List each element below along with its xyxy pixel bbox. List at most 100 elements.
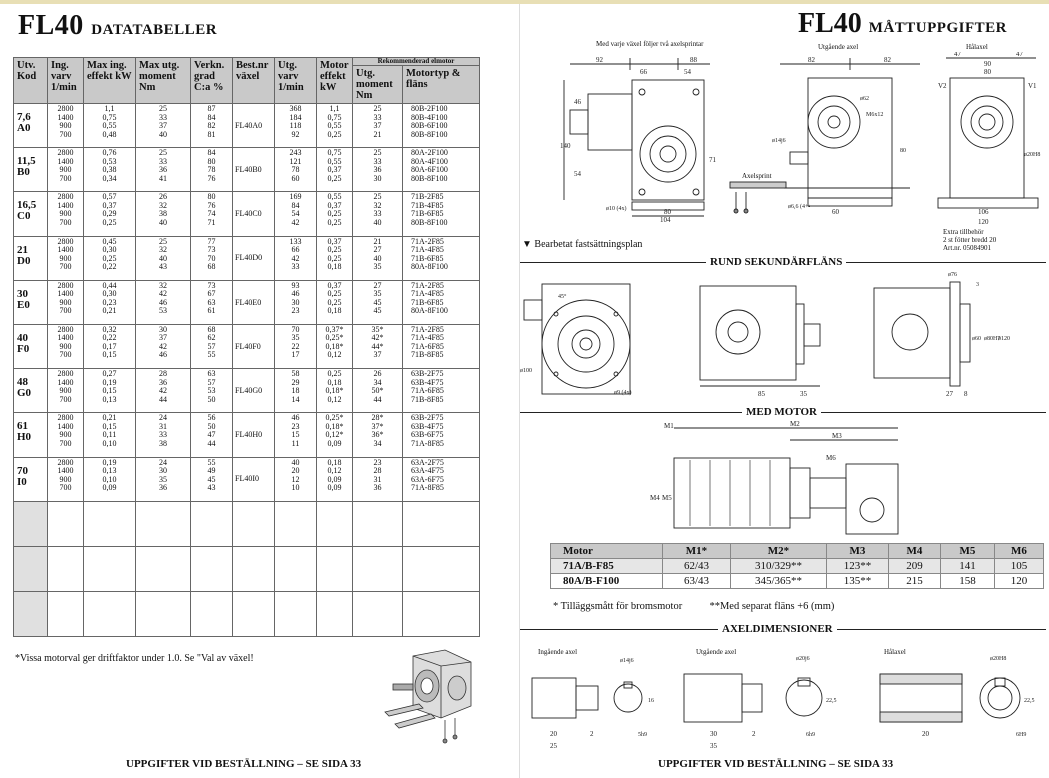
- svg-text:M6x12: M6x12: [866, 112, 883, 118]
- cell-value: 42: [291, 217, 300, 227]
- cell-value: 0,48: [102, 129, 117, 139]
- cell-value: 121: [289, 156, 302, 166]
- empty-cell: [13, 545, 48, 592]
- utv-kod-value: G0: [17, 387, 32, 400]
- cell-value: 71A-2F85: [411, 236, 444, 246]
- table-cell: 35*42*44*37: [352, 323, 403, 370]
- cell-value: 2800: [57, 413, 74, 423]
- cell-value: 70: [207, 253, 216, 263]
- cell-value: 0,45: [102, 236, 117, 246]
- section-rund-label: RUND SEKUNDÄRFLÄNS: [706, 256, 847, 268]
- cell-value: 1,1: [329, 104, 340, 113]
- svg-text:66: 66: [640, 68, 648, 76]
- cell-value: 36: [373, 483, 382, 492]
- utv-kod-value: 21: [17, 243, 28, 256]
- motor-cell: 105: [994, 558, 1044, 574]
- utv-kod-value: C0: [17, 210, 31, 223]
- cell-value: 14: [291, 394, 300, 404]
- motor-cell: 120: [994, 573, 1044, 589]
- cell-value: 42: [159, 341, 167, 351]
- cell-value: 0,55: [327, 156, 342, 166]
- cell-value: 0,15: [102, 350, 117, 360]
- cell-value: 82: [207, 121, 216, 130]
- top-rule: [0, 0, 1049, 4]
- empty-cell: [274, 500, 317, 547]
- best-nr-cell: FL40B0: [232, 147, 275, 193]
- svg-text:27: 27: [946, 390, 954, 398]
- cell-value: 31: [159, 421, 167, 431]
- cell-value: 57: [207, 341, 216, 351]
- cell-value: 0,75: [102, 112, 117, 122]
- table-cell: 0,37*0,25*0,18*0,12: [316, 323, 353, 370]
- cell-value: 184: [289, 112, 302, 122]
- cell-value: 30: [373, 173, 382, 183]
- front-view-drawing: 82 82 ø62 M6x12 60 ø14j6 80: [772, 56, 920, 216]
- cell-value: 45: [373, 306, 382, 316]
- cell-value: 33: [373, 156, 382, 166]
- motor-cell: 345/365**: [730, 573, 827, 589]
- svg-text:88: 88: [690, 56, 698, 64]
- caption-axelsprint: Axelsprint: [742, 172, 772, 180]
- cell-value: 30: [291, 297, 300, 307]
- cell-value: 0,25: [327, 129, 342, 139]
- cell-value: 0,22: [102, 333, 117, 343]
- svg-text:ø76: ø76: [948, 272, 957, 278]
- cell-value: 0,76: [102, 148, 117, 158]
- col-best-nr: Best.nr växel: [232, 57, 275, 104]
- cell-value: 50*: [371, 386, 384, 396]
- cell-value: 37: [159, 121, 167, 130]
- cell-value: 80B-2F100: [411, 104, 448, 113]
- cell-value: 40: [159, 253, 167, 263]
- cell-value: 80A-8F100: [411, 306, 448, 316]
- svg-text:54: 54: [684, 68, 692, 76]
- gearbox-illustration: [384, 649, 472, 744]
- utv-kod-value: 11,5: [17, 155, 36, 168]
- cell-value: 27: [373, 245, 382, 255]
- cell-value: 0,34: [102, 173, 117, 183]
- svg-text:ø14j6: ø14j6: [620, 658, 634, 664]
- cell-value: 80B-8F100: [411, 217, 448, 227]
- cell-value: 40: [373, 217, 382, 227]
- cell-value: 40: [373, 253, 382, 263]
- cell-value: 900: [59, 253, 72, 263]
- cell-value: 0,12: [327, 394, 342, 404]
- cell-value: 73: [207, 280, 216, 290]
- cell-value: 40: [159, 129, 167, 139]
- utv-kod-value: 40: [17, 331, 28, 344]
- cell-value: 2800: [57, 104, 74, 113]
- utv-kod-value: D0: [17, 254, 31, 267]
- caption-axelsprintar: Med varje växel följer två axelsprintar: [596, 40, 704, 48]
- cell-value: 71B-8F85: [411, 394, 444, 404]
- cell-value: 25: [373, 192, 382, 202]
- motor-col-m6: M6: [994, 543, 1044, 559]
- cell-value: 12: [291, 474, 300, 484]
- cell-value: 36: [159, 483, 167, 492]
- empty-cell: [83, 590, 136, 637]
- cell-value: 38: [159, 209, 167, 219]
- cell-value: 0,38: [102, 165, 117, 175]
- svg-text:ø60: ø60: [972, 336, 981, 342]
- empty-cell: [47, 590, 84, 637]
- cell-value: 1400: [57, 200, 74, 210]
- svg-text:ø6,6 (4+4): ø6,6 (4+4): [788, 203, 810, 210]
- cell-value: 0,15: [102, 421, 117, 431]
- cell-value: 0,37: [102, 200, 117, 210]
